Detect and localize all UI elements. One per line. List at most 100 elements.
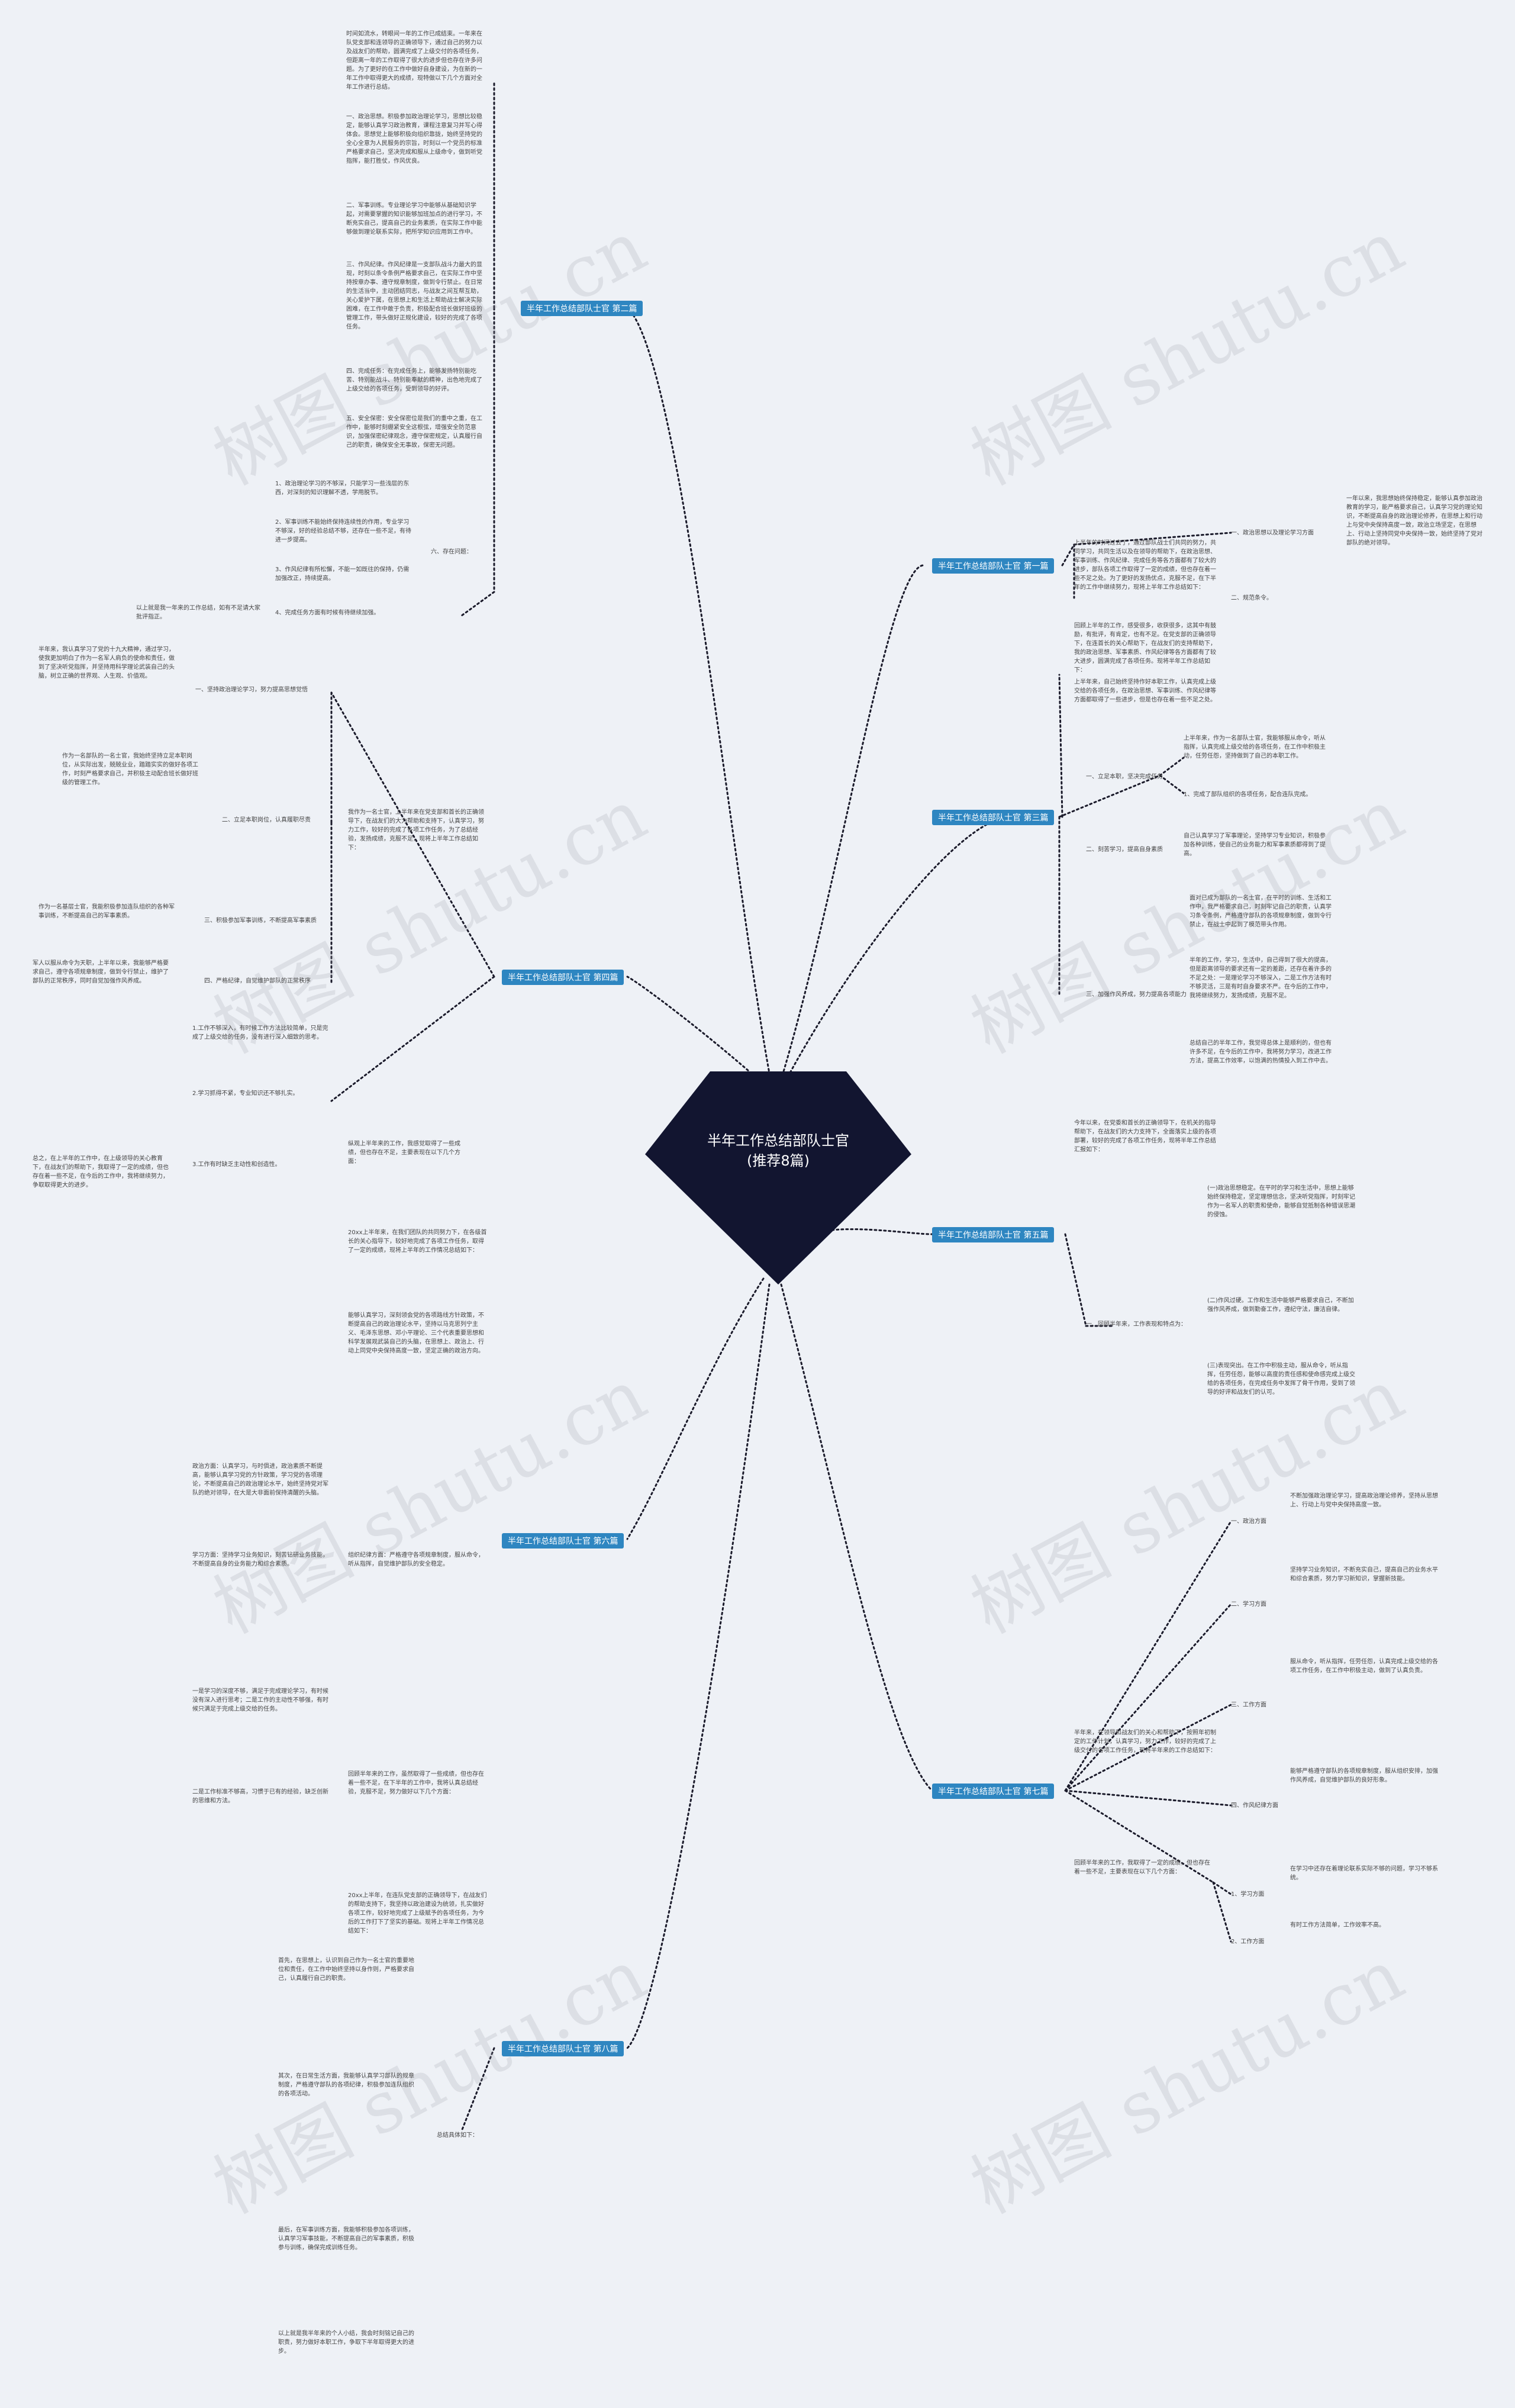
section-label-8[interactable]: 半年工作总结部队士官 第八篇 <box>502 2041 624 2056</box>
link-s6 <box>626 1277 765 1540</box>
link-s7 <box>780 1283 933 1792</box>
link-s5 <box>821 1228 933 1235</box>
link-s1-sub <box>1061 532 1232 599</box>
s3-b-label: 二、刻苦学习，提高自身素质 <box>1086 846 1163 853</box>
s8-closing: 以上就是我半年来的个人小结，我会时刻铭记自己的职责，努力做好本职工作，争取下半年… <box>278 2330 414 2355</box>
s2-tasks: 四、完成任务：在完成任务上，能够发扬特别能吃苦、特别能战斗、特别能奉献的精神，出… <box>346 368 482 392</box>
link-s2 <box>626 307 773 1090</box>
s7-item-4-text: 能够严格遵守部队的各项规章制度，服从组织安排，加强作风养成，自觉维护部队的良好形… <box>1290 1768 1438 1784</box>
s7-item-1-label: 一、政治方面 <box>1231 1518 1266 1525</box>
s3-intro: 回顾上半年的工作，感受很多，收获很多，这其中有鼓励，有批评，有肯定，也有不足。在… <box>1074 623 1216 674</box>
s4-b-text: 作为一名部队的一名士官，我始终坚持立足本职岗位，从实际出发，兢兢业业，踏踏实实的… <box>62 753 198 786</box>
s7-item-4-label: 四、作风纪律方面 <box>1231 1802 1278 1809</box>
s2-security: 五、安全保密：安全保密位是我们的重中之重，在工作中，能够时刻绷紧安全这根弦，增强… <box>346 416 482 449</box>
link-s7-sub <box>1064 1520 1232 1943</box>
s4-e-item-1: 1.工作不够深入，有时候工作方法比较简单，只是完成了上级交给的任务，没有进行深入… <box>192 1025 328 1041</box>
s4-d-label: 四、严格纪律，自觉维护部队的正常秩序 <box>204 978 311 984</box>
link-s8-sub <box>460 2047 495 2132</box>
section-label-4[interactable]: 半年工作总结部队士官 第四篇 <box>502 970 624 985</box>
section-label-1[interactable]: 半年工作总结部队士官 第一篇 <box>932 558 1055 574</box>
s8-p2: 其次，在日常生活方面，我能够认真学习部队的规章制度，严格遵守部队的各项纪律，积极… <box>278 2073 414 2097</box>
s4-a-label: 一、坚持政治理论学习，努力提高思想觉悟 <box>195 687 308 693</box>
s6-closing: 回顾半年来的工作，虽然取得了一些成绩，但也存在着一些不足，在下半年的工作中，我将… <box>348 1771 484 1795</box>
s4-a-text: 半年来，我认真学习了党的十九大精神，通过学习，使我更加明白了作为一名军人肩负的使… <box>38 646 175 680</box>
s3-intro2: 上半年来，自己始终坚持作好本职工作，认真完成上级交给的各项任务，在政治思想、军事… <box>1074 679 1216 703</box>
link-s4 <box>626 976 771 1090</box>
link-s4-sub <box>330 691 495 1102</box>
section-label-3[interactable]: 半年工作总结部队士官 第三篇 <box>932 810 1055 825</box>
s2-closing: 以上就是我一年来的工作总结，如有不足请大家批评指正。 <box>136 605 260 620</box>
s7-closing-1-text: 在学习中还存在着理论联系实际不够的问题，学习不够系统。 <box>1290 1866 1438 1881</box>
s5-item-1: (一)政治思想稳定。在平时的学习和生活中，思想上能够始终保持稳定，坚定理想信念，… <box>1207 1185 1355 1218</box>
s8-intro: 20xx上半年，在连队党支部的正确领导下，在战友们的帮助支持下，我坚持以政治建设… <box>348 1892 487 1934</box>
s7-closing-2-text: 有时工作方法简单，工作效率不高。 <box>1290 1922 1385 1929</box>
s7-item-3-label: 三、工作方面 <box>1231 1702 1266 1708</box>
link-s5-sub <box>1064 1233 1114 1327</box>
s6-p5: 一是学习的深度不够，满足于完成理论学习，有时候没有深入进行思考；二是工作的主动性… <box>192 1688 328 1712</box>
s2-training: 二、军事训练。专业理论学习中能够从基础知识学起，对需要掌握的知识能够加班加点的进… <box>346 202 482 236</box>
s6-p1: 能够认真学习，深刻领会党的各项路线方针政策，不断提高自己的政治理论水平，坚持以马… <box>348 1312 484 1354</box>
section-label-6[interactable]: 半年工作总结部队士官 第六篇 <box>502 1533 624 1549</box>
s3-c-item-3: 总结自己的半年工作，我觉得总体上是顺利的，但也有许多不足，在今后的工作中，我将努… <box>1190 1040 1332 1064</box>
s7-closing-2-label: 2、工作方面 <box>1231 1939 1265 1945</box>
s3-a-item-2: 1、完成了部队组织的各项任务，配合连队完成。 <box>1184 791 1312 798</box>
s8-label: 总结具体如下： <box>437 2132 478 2139</box>
center-node-shape <box>645 1071 911 1285</box>
s4-c-label: 三、积极参加军事训练，不断提高军事素质 <box>204 918 317 924</box>
s2-deficiency-label: 六、存在问题： <box>431 549 472 555</box>
s7-item-2-label: 二、学习方面 <box>1231 1601 1266 1608</box>
s2-discipline: 三、作风纪律。作风纪律是一支部队战斗力最大的显现，时刻以条令条例严格要求自己，在… <box>346 262 482 330</box>
s3-c-label: 三、加强作风养成，努力提高各项能力 <box>1086 991 1187 998</box>
s5-label: 一、回顾半年来，工作表现和特点为： <box>1086 1321 1187 1328</box>
s7-item-2-text: 坚持学习业务知识，不断充实自己，提高自己的业务水平和综合素质，努力学习新知识，掌… <box>1290 1567 1438 1582</box>
s6-p6: 二是工作标准不够高，习惯于已有的经验，缺乏创新的思维和方法。 <box>192 1789 328 1804</box>
s2-deficiency-3: 3、作风纪律有所松懈，不能一如既往的保持，仍需加强改正，持续提高。 <box>275 566 410 582</box>
s3-a-item-1: 上半年来，作为一名部队士官，我能够服从命令，听从指挥，认真完成上级交给的各项任务… <box>1184 735 1326 759</box>
s2-deficiency-1: 1、政治理论学习的不够深，只能学习一些浅层的东西，对深刻的知识理解不透，学用脱节… <box>275 481 410 496</box>
s5-item-2: (二)作风过硬。工作和生活中能够严格要求自己，不断加强作风养成，做到勤奋工作，遵… <box>1207 1298 1354 1313</box>
s2-deficiency-2: 2、军事训练不能始终保持连续性的作用，专业学习不够深，好的经验总结不够，还存在一… <box>275 519 411 543</box>
s7-intro: 半年来，在领导和战友们的关心和帮助下，按照年初制定的工作计划，认真学习，努力工作… <box>1074 1730 1216 1754</box>
s4-intro: 我作为一名士官，上半年来在党支部和首长的正确领导下，在战友们的大力帮助和支持下，… <box>348 809 484 851</box>
s4-e-label: 纵观上半年来的工作，我感觉取得了一些成绩，但也存在不足，主要表现在以下几个方面： <box>348 1141 460 1165</box>
connectors <box>330 82 1232 2132</box>
s3-c-item-1: 面对已成为部队的一名士官，在平时的训练、生活和工作中，我严格要求自己，时刻牢记自… <box>1190 895 1332 928</box>
s7-item-3-text: 服从命令，听从指挥，任劳任怨，认真完成上级交给的各项工作任务，在工作中积极主动，… <box>1290 1659 1438 1674</box>
s6-p2: 政治方面：认真学习，与时俱进，政治素质不断提高，能够认真学习党的方针政策，学习党… <box>192 1463 328 1496</box>
s2-politics: 一、政治思想。积极参加政治理论学习，思想比较稳定，能够认真学习政治教育，课程注意… <box>346 114 482 165</box>
s8-p3: 最后，在军事训练方面，我能够积极参加各项训练，认真学习军事技能，不断提高自己的军… <box>278 2227 414 2251</box>
s1-item-1: 一、政治思想以及理论学习方面 <box>1231 530 1314 536</box>
s4-e-item-3: 3.工作有时缺乏主动性和创造性。 <box>192 1161 281 1168</box>
s8-p1: 首先，在思想上，认识到自己作为一名士官的重要地位和责任，在工作中始终坚持以身作则… <box>278 1958 414 1982</box>
s2-intro: 时间如流水，转眼间一年的工作已成结束。一年来在队党支部和连领导的正确领导下，通过… <box>346 31 482 91</box>
s3-b-text: 自己认真学习了军事理论，坚持学习专业知识，积极参加各种训练，使自己的业务能力和军… <box>1184 833 1326 857</box>
s5-item-3: (三)表现突出。在工作中积极主动，服从命令，听从指挥，任劳任怨，能够以高度的责任… <box>1207 1363 1355 1396</box>
section-label-7[interactable]: 半年工作总结部队士官 第七篇 <box>932 1784 1055 1799</box>
s7-item-1-text: 不断加强政治理论学习，提高政治理论修养，坚持从思想上、行动上与党中央保持高度一致… <box>1290 1493 1438 1508</box>
s1-intro: 上半年的时间过去了，通过部队战士们共同的努力，共同学习，共同生活以及在领导的帮助… <box>1074 540 1216 591</box>
s4-closing: 总之，在上半年的工作中，在上级领导的关心教育下，在战友们的帮助下，我取得了一定的… <box>33 1155 169 1189</box>
s4-d-text: 军人以服从命令为天职，上半年以来，我能够严格要求自己，遵守各项规章制度，做到令行… <box>33 960 169 984</box>
s1-detail: 一年以来，我思想始终保持稳定，能够认真参加政治教育的学习，能严格要求自己，认真学… <box>1346 495 1482 546</box>
s4-c-text: 作为一名基层士官，我能积极参加连队组织的各种军事训练，不断提高自己的军事素质。 <box>38 904 175 919</box>
s5-intro: 今年以来，在党委和首长的正确领导下，在机关的指导帮助下，在战友们的大力支持下，全… <box>1074 1120 1216 1153</box>
center-node-title[interactable]: 半年工作总结部队士官(推荐8篇) <box>707 1132 849 1169</box>
section-label-2[interactable]: 半年工作总结部队士官 第二篇 <box>521 301 643 316</box>
link-s8 <box>626 1283 771 2049</box>
s7-closing-intro: 回顾半年来的工作，我取得了一定的成绩，但也存在着一些不足，主要表现在以下几个方面… <box>1074 1860 1210 1875</box>
s2-deficiency-4: 4、完成任务方面有时候有待继续加强。 <box>275 610 380 616</box>
s3-a-label: 一、立足本职，坚决完成任务 <box>1086 774 1163 780</box>
section-label-5[interactable]: 半年工作总结部队士官 第五篇 <box>932 1227 1055 1242</box>
link-s3 <box>780 816 1007 1090</box>
s7-closing-1-label: 1、学习方面 <box>1231 1891 1265 1898</box>
s4-b-label: 二、立足本职岗位，认真履职尽责 <box>222 817 311 823</box>
s4-e-item-2: 2.学习抓得不紧，专业知识还不够扎实。 <box>192 1090 299 1097</box>
link-s1 <box>777 564 924 1090</box>
s1-item-2: 二、规范条令。 <box>1231 595 1272 601</box>
link-s2-sub <box>460 82 495 617</box>
s3-c-item-2: 半年的工作，学习，生活中，自己得到了很大的提高，但是距离领导的要求还有一定的差距… <box>1190 957 1332 999</box>
s6-intro: 20xx上半年来，在我们团队的共同努力下，在各级首长的关心指导下，较好地完成了各… <box>348 1229 487 1254</box>
s6-p3: 学习方面：坚持学习业务知识，刻苦钻研业务技能，不断提高自身的业务能力和综合素质。 <box>192 1552 328 1567</box>
s6-p4: 组织纪律方面：严格遵守各项规章制度，服从命令，听从指挥，自觉维护部队的安全稳定。 <box>348 1552 484 1567</box>
